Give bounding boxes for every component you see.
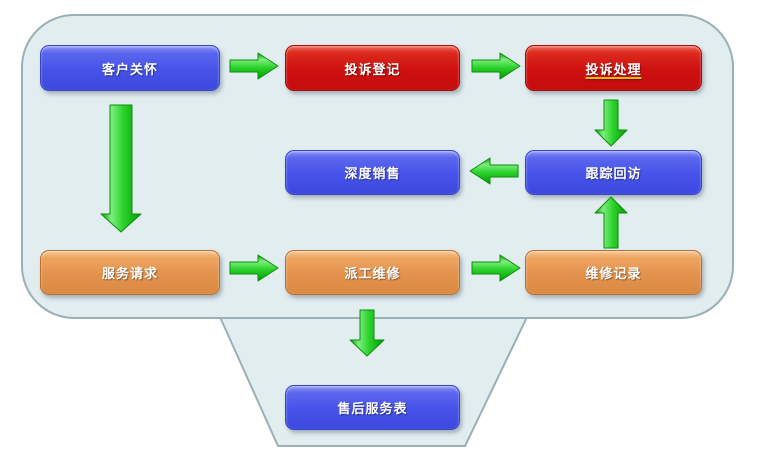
arrow-down-icon-complaint-handling-to-follow-up-visit [594,99,628,147]
node-follow-up-visit[interactable]: 跟踪回访 [525,150,702,195]
node-label: 投诉登记 [344,61,401,77]
node-deep-sales[interactable]: 深度销售 [285,150,460,195]
arrow-right-icon-customer-care-to-complaint-register [229,52,279,80]
node-dispatch-repair[interactable]: 派工维修 [285,250,460,295]
node-label: 深度销售 [344,166,401,181]
node-label: 派工维修 [344,266,401,281]
arrow-up-icon-repair-record-to-follow-up-visit [594,196,628,249]
node-label: 跟踪回访 [585,166,642,181]
node-label: 服务请求 [101,266,158,281]
node-complaint-handling[interactable]: 投诉处理 [525,45,702,91]
node-label: 维修记录 [585,266,642,281]
node-complaint-register[interactable]: 投诉登记 [285,45,460,91]
arrow-down-icon-customer-care-to-service-request [100,104,142,233]
node-label: 售后服务表 [337,401,408,416]
arrow-left-icon-follow-up-visit-to-deep-sales [469,157,519,185]
node-after-sales-form[interactable]: 售后服务表 [285,385,460,430]
arrow-down-icon-dispatch-repair-to-after-sales-form [349,309,385,357]
node-customer-care[interactable]: 客户关怀 [40,45,220,91]
node-repair-record[interactable]: 维修记录 [525,250,702,295]
arrow-right-icon-service-request-to-dispatch-repair [229,254,279,282]
arrow-right-icon-complaint-register-to-complaint-handling [471,52,521,80]
node-label: 投诉处理 [585,61,642,77]
node-service-request[interactable]: 服务请求 [40,250,220,295]
arrow-right-icon-dispatch-repair-to-repair-record [471,254,521,282]
node-label: 客户关怀 [101,61,158,77]
